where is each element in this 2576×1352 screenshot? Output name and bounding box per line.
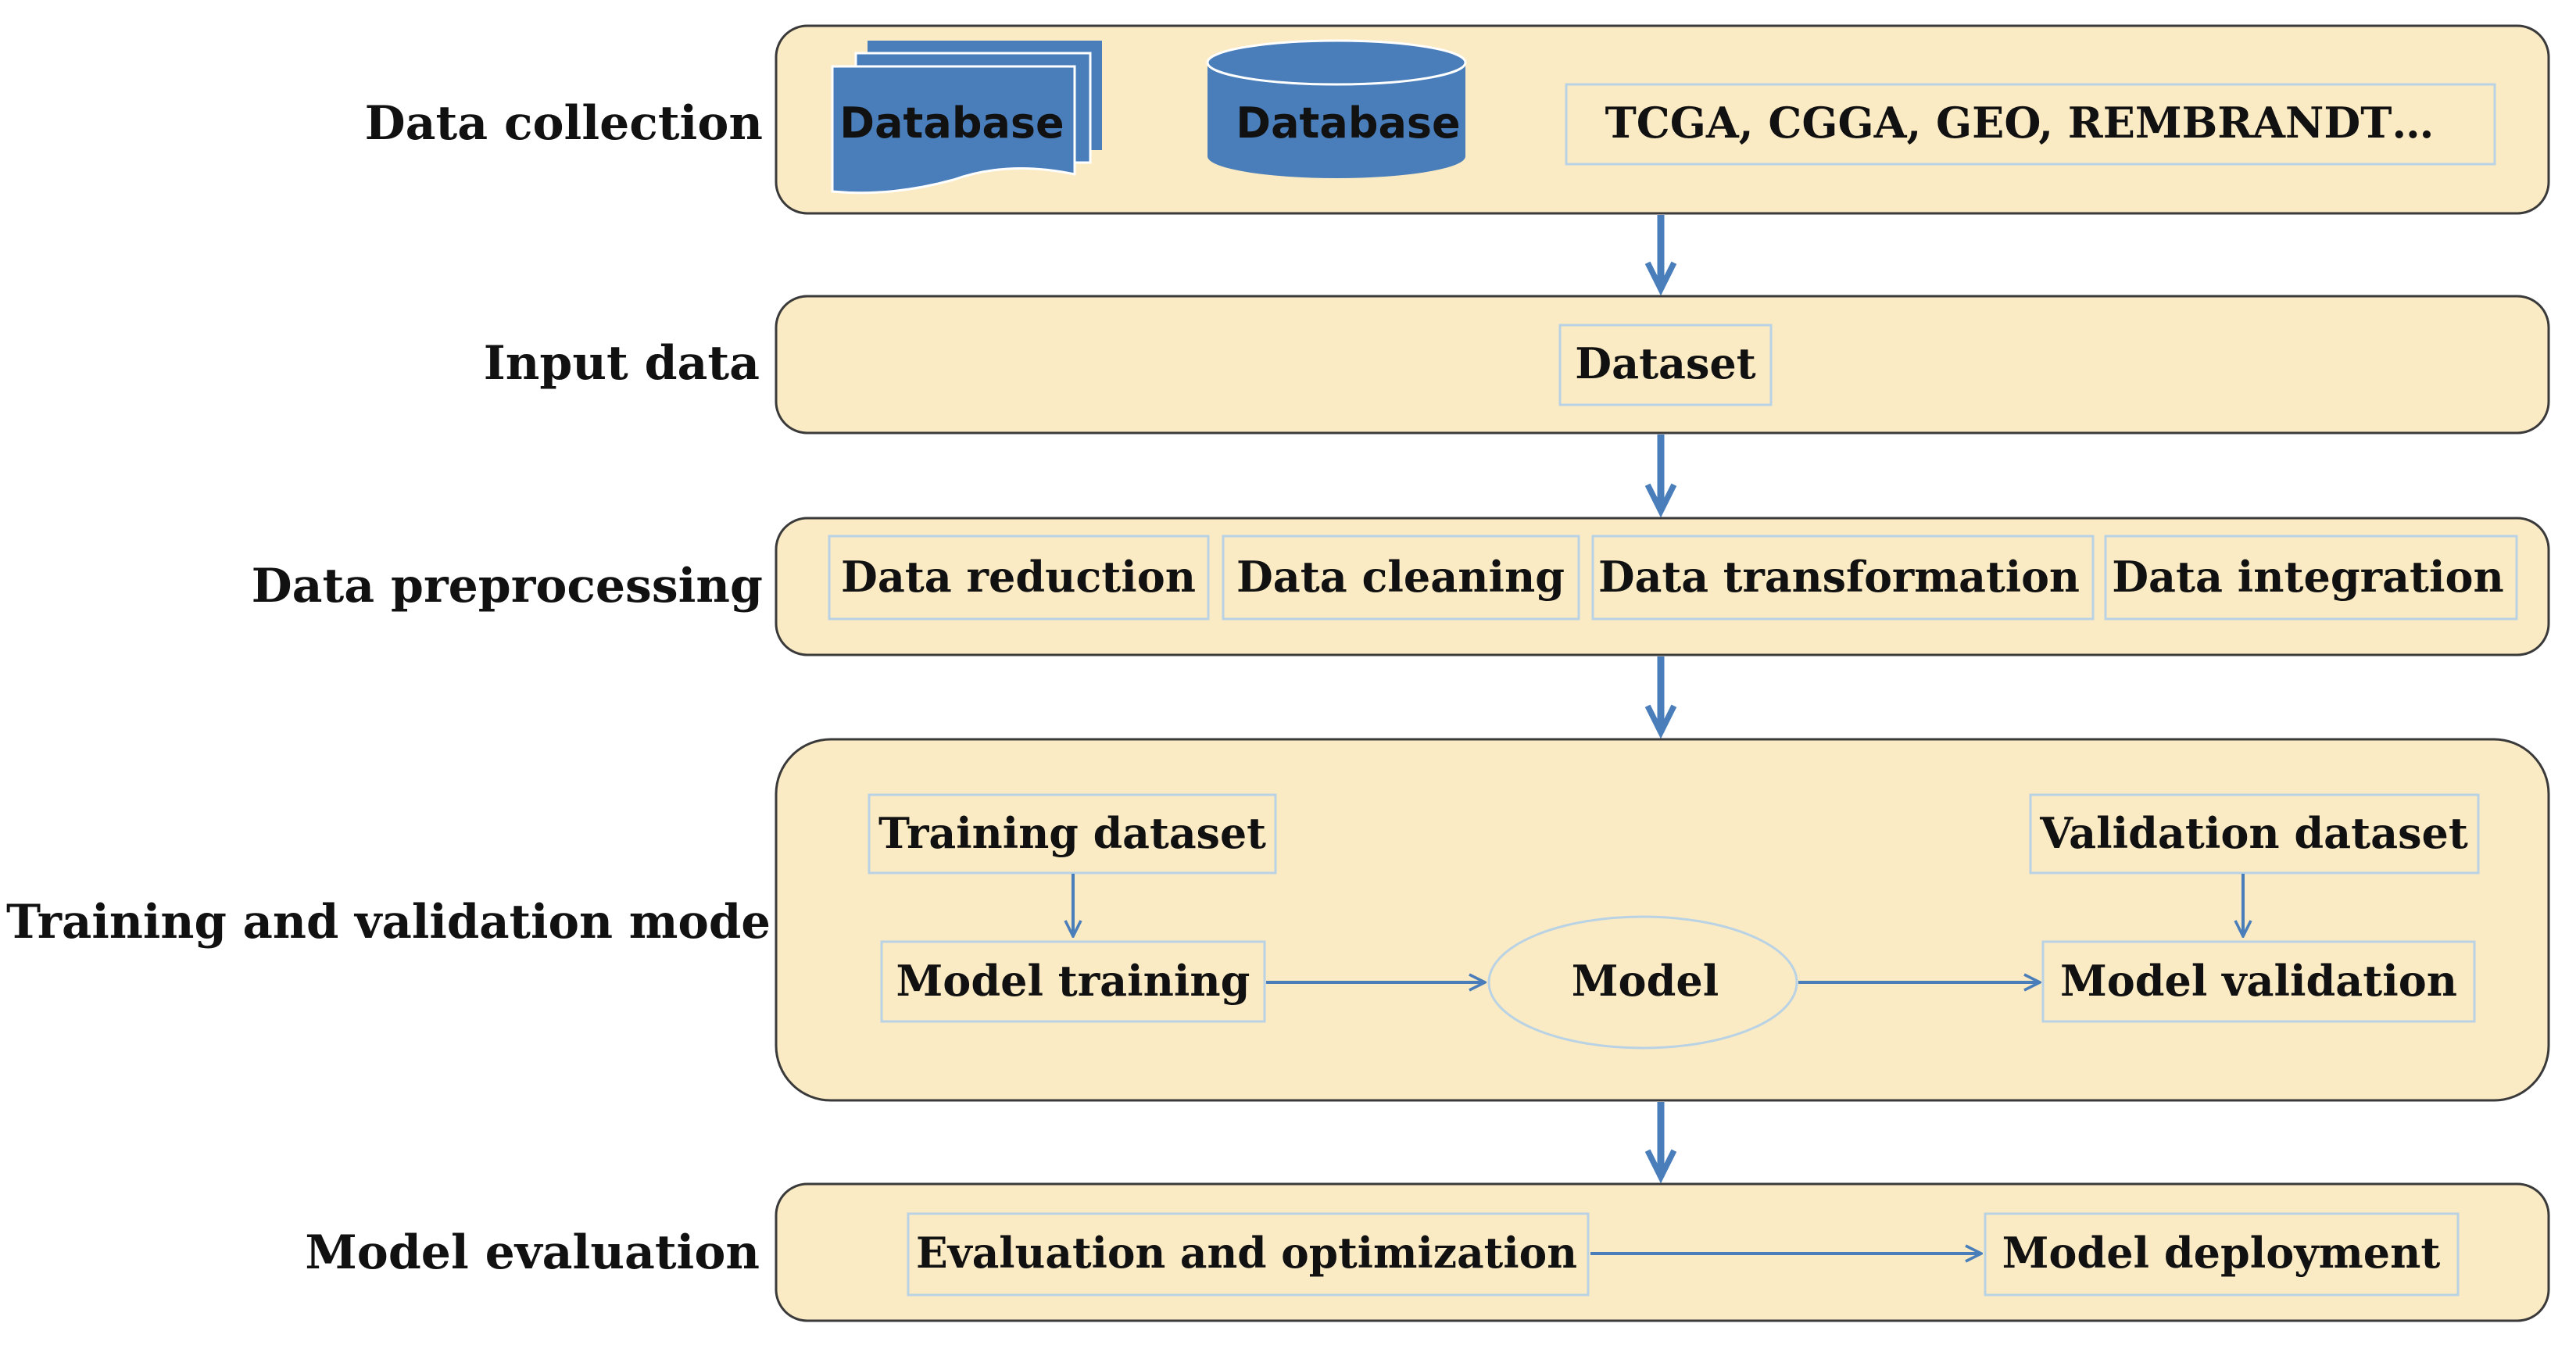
database-pages-icon — [831, 41, 1102, 195]
validation-dataset-label: Validation dataset — [2039, 808, 2468, 858]
evaluation-optimization-label: Evaluation and optimization — [916, 1228, 1577, 1278]
dataset-box — [1558, 324, 1773, 406]
model-validation-label: Model validation — [2060, 956, 2457, 1006]
database-pages-label: Database — [839, 98, 1064, 148]
model-ellipse — [1487, 915, 1798, 1050]
sources-box — [1565, 83, 2496, 166]
model-training-label: Model training — [896, 956, 1250, 1006]
model-deployment-label: Model deployment — [2002, 1228, 2441, 1278]
training-dataset-box — [868, 793, 1277, 875]
database-cylinder-icon — [1206, 39, 1467, 178]
database-cylinder-label: Database — [1236, 98, 1460, 148]
data-integration-box — [2104, 535, 2518, 621]
data-transformation-label: Data transformation — [1598, 552, 2080, 602]
stage-label-data-collection: Data collection — [365, 96, 763, 151]
dataset-label: Dataset — [1575, 338, 1756, 388]
stage-label-input-data: Input data — [484, 336, 760, 391]
data-reduction-label: Data reduction — [841, 552, 1196, 602]
training-dataset-label: Training dataset — [878, 808, 1266, 858]
data-transformation-box — [1591, 535, 2095, 621]
data-reduction-box — [828, 535, 1210, 621]
stage-label-model-evaluation: Model evaluation — [305, 1225, 760, 1280]
model-label: Model — [1572, 956, 1719, 1006]
stage-label-training-validation: Training and validation mode — [6, 895, 771, 950]
model-deployment-box — [1984, 1212, 2460, 1297]
sources-label: TCGA, CGGA, GEO, REMBRANDT… — [1605, 98, 2435, 148]
data-cleaning-box — [1222, 535, 1580, 621]
validation-dataset-box — [2029, 793, 2480, 875]
data-integration-label: Data integration — [2112, 552, 2504, 602]
data-cleaning-label: Data cleaning — [1236, 552, 1565, 602]
evaluation-optimization-box — [907, 1212, 1590, 1297]
model-validation-box — [2041, 940, 2476, 1023]
input-data-panel — [775, 295, 2550, 435]
model-training-box — [880, 940, 1266, 1023]
stage-label-data-preprocessing: Data preprocessing — [252, 559, 763, 613]
training-validation-panel — [775, 738, 2550, 1102]
